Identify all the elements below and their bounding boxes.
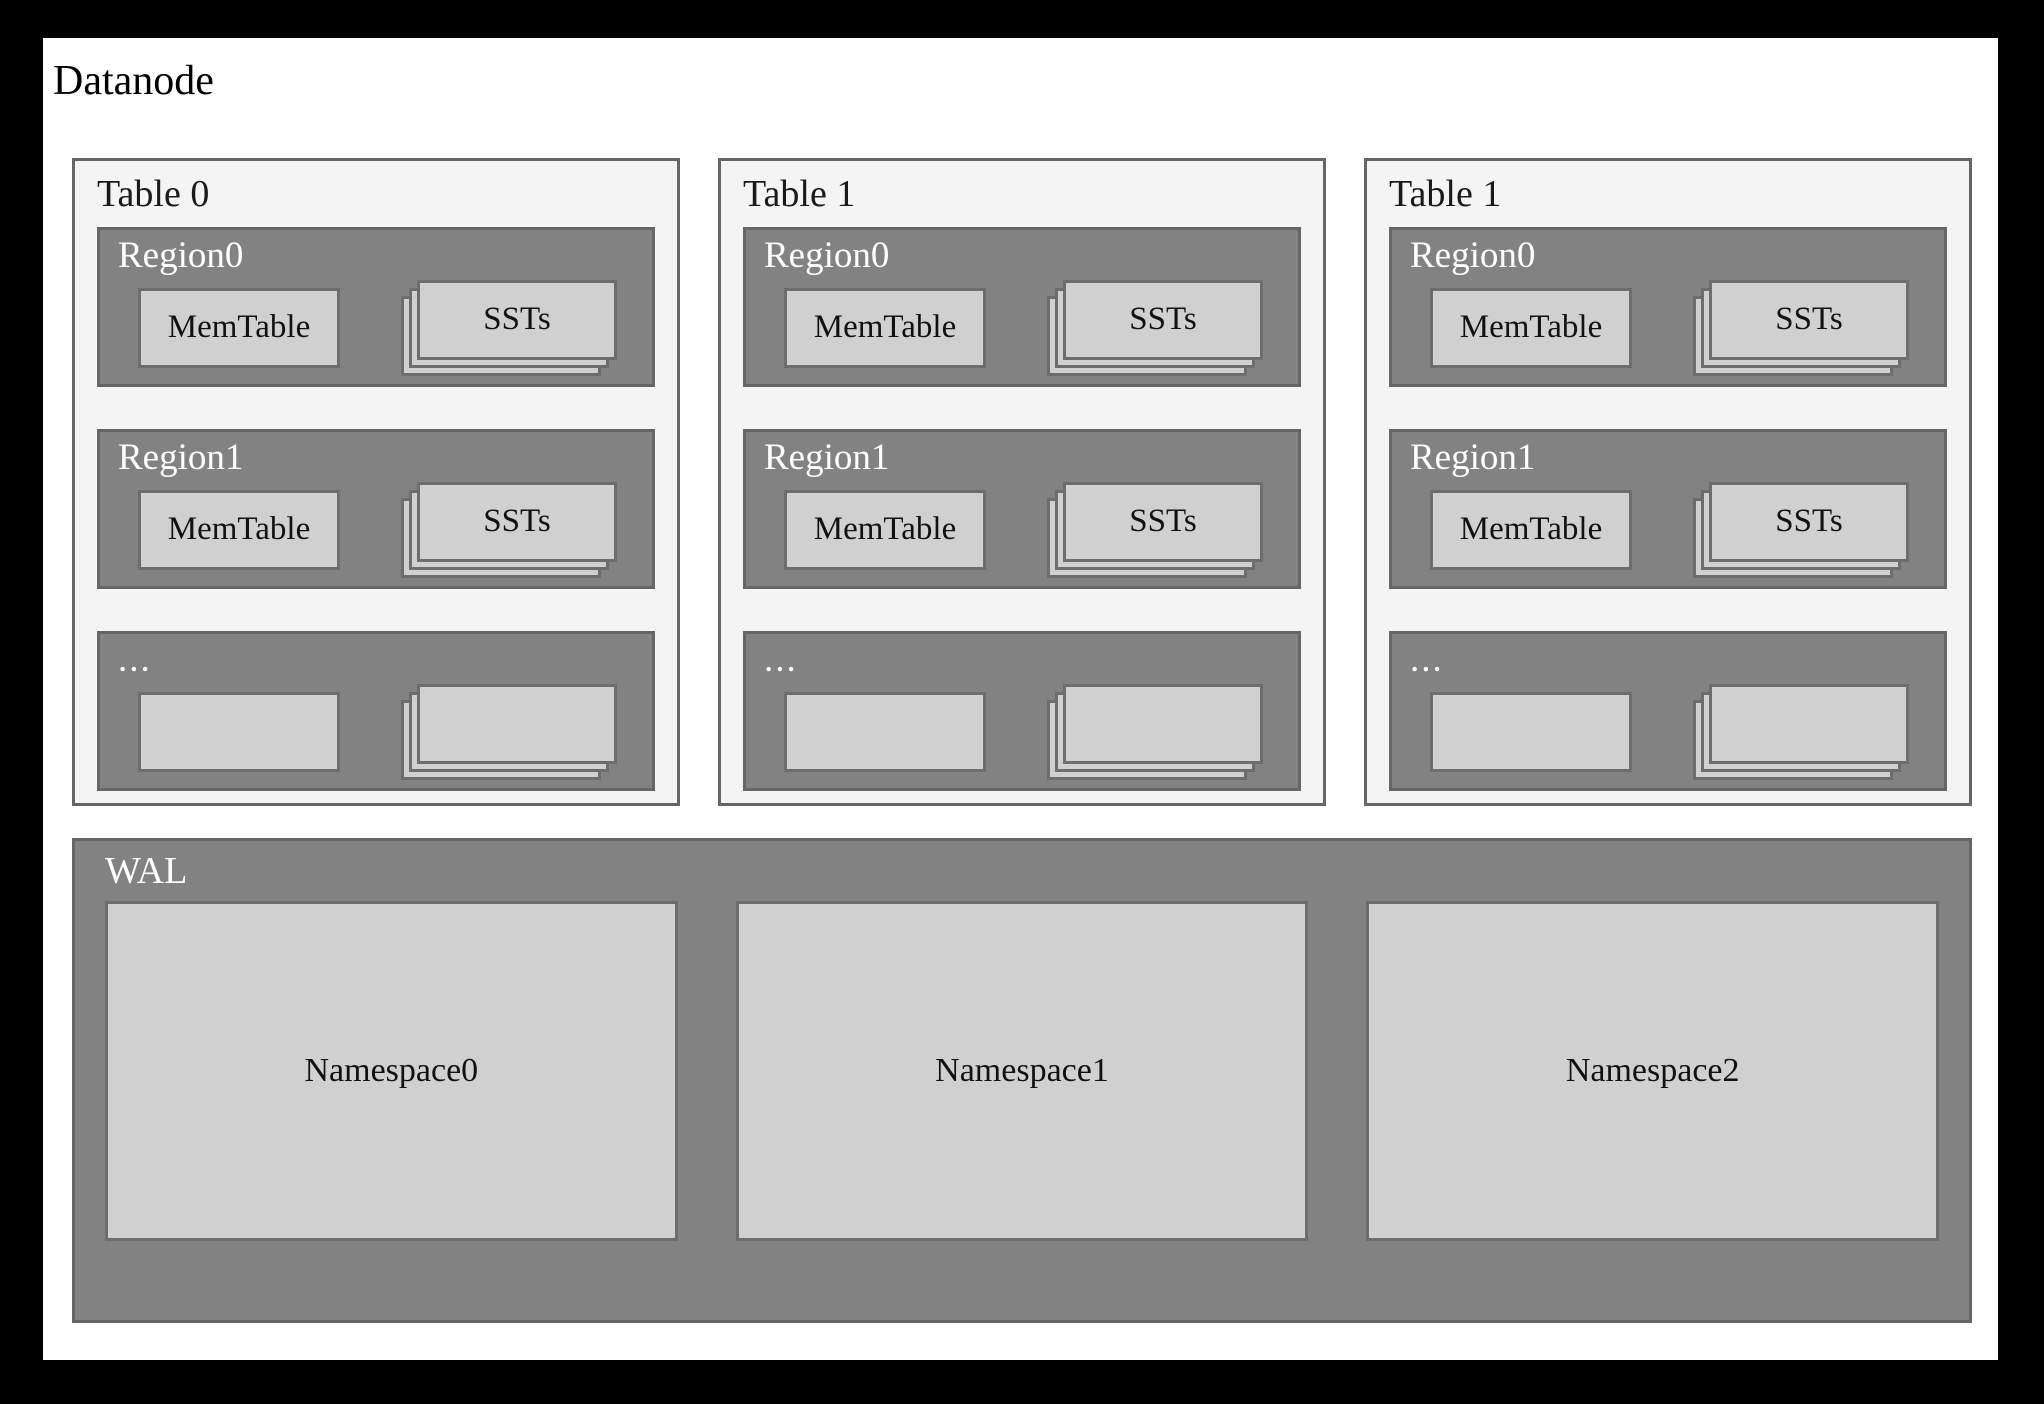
sst-sheet-front: SSTs — [1063, 481, 1263, 562]
region-label: Region0 — [1410, 234, 1536, 276]
region-ellipsis-label: ... — [764, 638, 798, 680]
region-label: Region1 — [118, 436, 244, 478]
wal-label: WAL — [105, 850, 188, 892]
wal-container[interactable]: WAL Namespace0 Namespace1 Namespace2 — [72, 838, 1972, 1323]
region-label: Region1 — [764, 436, 890, 478]
sst-sheet-front — [417, 683, 617, 764]
region-label: Region1 — [1410, 436, 1536, 478]
table-label: Table 0 — [97, 173, 210, 215]
region-body: MemTable SSTs — [118, 279, 634, 376]
memtable-box[interactable]: MemTable — [784, 489, 986, 570]
sst-stack[interactable]: SSTs — [1693, 279, 1909, 380]
region-body: MemTable SSTs — [1410, 481, 1926, 578]
memtable-box[interactable]: MemTable — [138, 287, 340, 368]
sst-sheet-front — [1709, 683, 1909, 764]
sst-sheet-front: SSTs — [1063, 279, 1263, 360]
memtable-box[interactable]: MemTable — [1430, 287, 1632, 368]
memtable-box[interactable]: MemTable — [1430, 489, 1632, 570]
sst-sheet-front: SSTs — [1709, 279, 1909, 360]
memtable-box-empty[interactable] — [138, 691, 340, 772]
sst-stack-empty[interactable] — [401, 683, 617, 784]
region-label: Region0 — [764, 234, 890, 276]
sst-sheet-front: SSTs — [417, 279, 617, 360]
namespace-box-2[interactable]: Namespace2 — [1366, 900, 1940, 1241]
memtable-box-empty[interactable] — [1430, 691, 1632, 772]
table-label: Table 1 — [1389, 173, 1502, 215]
table-box-2[interactable]: Table 1 Region0 MemTable SSTs Region1 — [1364, 158, 1972, 806]
table-box-1[interactable]: Table 1 Region0 MemTable SSTs Region1 — [718, 158, 1326, 806]
namespace-box-1[interactable]: Namespace1 — [735, 900, 1309, 1241]
table-box-0[interactable]: Table 0 Region0 MemTable SSTs Region1 — [72, 158, 680, 806]
sst-stack-empty[interactable] — [1693, 683, 1909, 784]
region-ellipsis-label: ... — [1410, 638, 1444, 680]
region-box[interactable]: Region1 MemTable SSTs — [1389, 428, 1947, 589]
sst-stack[interactable]: SSTs — [1047, 481, 1263, 582]
region-label: Region0 — [118, 234, 244, 276]
region-body: MemTable SSTs — [118, 481, 634, 578]
region-body: MemTable SSTs — [1410, 279, 1926, 376]
region-body — [1410, 683, 1926, 780]
region-box-ellipsis[interactable]: ... — [1389, 630, 1947, 791]
sst-sheet-front: SSTs — [1709, 481, 1909, 562]
sst-stack[interactable]: SSTs — [1047, 279, 1263, 380]
sst-sheet-front — [1063, 683, 1263, 764]
sst-stack[interactable]: SSTs — [401, 279, 617, 380]
namespaces-row: Namespace0 Namespace1 Namespace2 — [105, 900, 1940, 1241]
tables-row: Table 0 Region0 MemTable SSTs Region1 — [72, 158, 1972, 806]
sst-stack[interactable]: SSTs — [1693, 481, 1909, 582]
regions-stack: Region0 MemTable SSTs Region1 MemTable — [97, 226, 655, 791]
region-box[interactable]: Region0 MemTable SSTs — [97, 226, 655, 387]
region-body — [764, 683, 1280, 780]
memtable-box[interactable]: MemTable — [138, 489, 340, 570]
memtable-box[interactable]: MemTable — [784, 287, 986, 368]
sst-sheet-front: SSTs — [417, 481, 617, 562]
region-body: MemTable SSTs — [764, 279, 1280, 376]
region-body — [118, 683, 634, 780]
datanode-title: Datanode — [53, 58, 214, 104]
region-box[interactable]: Region1 MemTable SSTs — [97, 428, 655, 589]
region-box-ellipsis[interactable]: ... — [97, 630, 655, 791]
region-box[interactable]: Region0 MemTable SSTs — [1389, 226, 1947, 387]
namespace-box-0[interactable]: Namespace0 — [105, 900, 678, 1241]
sst-stack[interactable]: SSTs — [401, 481, 617, 582]
region-box[interactable]: Region1 MemTable SSTs — [743, 428, 1301, 589]
regions-stack: Region0 MemTable SSTs Region1 MemTable — [743, 226, 1301, 791]
region-ellipsis-label: ... — [118, 638, 152, 680]
region-box-ellipsis[interactable]: ... — [743, 630, 1301, 791]
table-label: Table 1 — [743, 173, 856, 215]
region-box[interactable]: Region0 MemTable SSTs — [743, 226, 1301, 387]
memtable-box-empty[interactable] — [784, 691, 986, 772]
sst-stack-empty[interactable] — [1047, 683, 1263, 784]
regions-stack: Region0 MemTable SSTs Region1 MemTable — [1389, 226, 1947, 791]
region-body: MemTable SSTs — [764, 481, 1280, 578]
datanode-container: Datanode Table 0 Region0 MemTable SSTs — [43, 38, 1998, 1360]
